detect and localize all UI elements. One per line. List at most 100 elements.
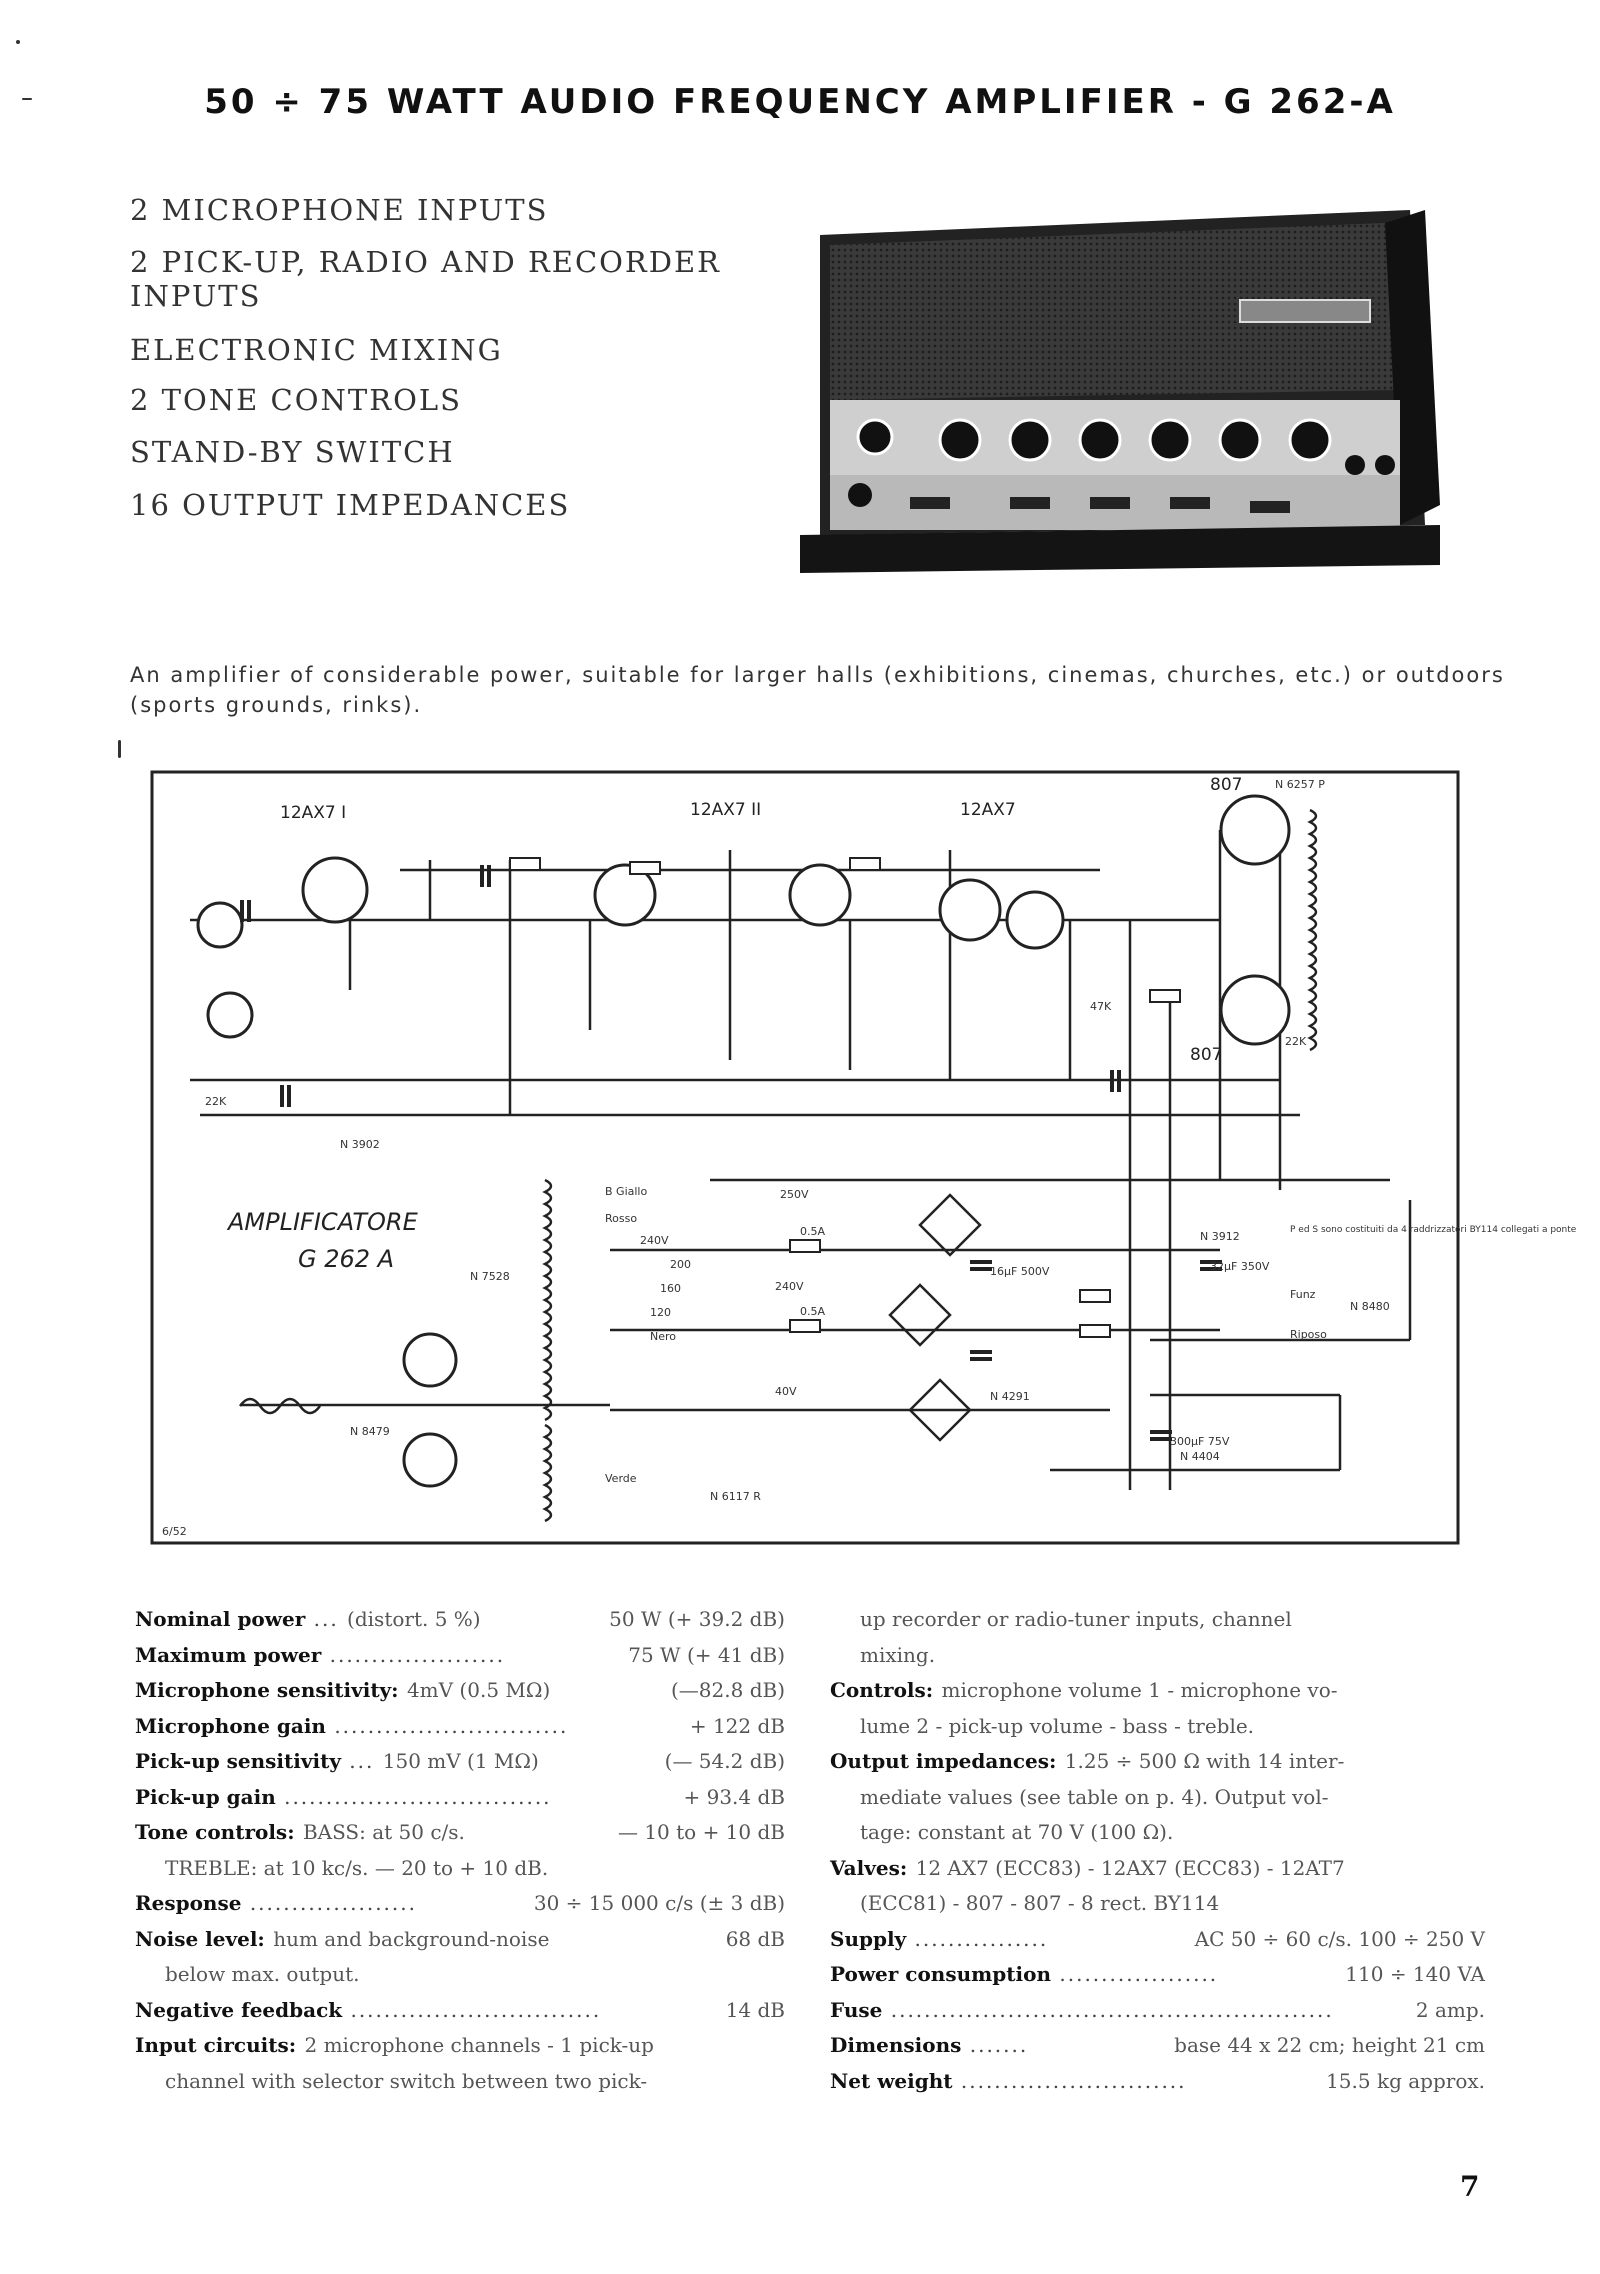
spec-label: Fuse xyxy=(830,1997,883,2022)
schematic-note: P ed S sono costituiti da 4 raddrizzator… xyxy=(1290,1225,1577,1235)
spec-label: Maximum power xyxy=(135,1642,322,1667)
spec-leader: ........................................… xyxy=(882,1997,1334,2022)
spec-value: base 44 x 22 cm; height 21 cm xyxy=(1174,2033,1485,2057)
spec-detail: TREBLE: at 10 kc/s. — 20 to + 10 dB. xyxy=(165,1855,549,1880)
spec-leader xyxy=(265,1927,273,1951)
spec-row: mediate values (see table on p. 4). Outp… xyxy=(860,1783,1485,1811)
spec-row: Output impedances: 1.25 ÷ 500 Ω with 14 … xyxy=(830,1747,1485,1775)
intro-paragraph: An amplifier of considerable power, suit… xyxy=(130,663,1505,717)
schematic-model: G 262 A xyxy=(298,1245,394,1273)
spec-leader: ... xyxy=(305,1607,348,1631)
spec-row: Pick-up gain ...........................… xyxy=(135,1783,785,1811)
spec-leader xyxy=(295,1820,303,1844)
schematic-part: 240V xyxy=(775,1280,804,1293)
spec-detail: (distort. 5 %) xyxy=(347,1607,481,1631)
schematic-part: 160 xyxy=(660,1282,681,1295)
spec-label: Net weight xyxy=(830,2068,953,2093)
scan-speck xyxy=(118,740,121,758)
circuit-schematic: 12AX7 I 12AX7 II 12AX7 807 807 N 6257 P … xyxy=(150,770,1577,1545)
spec-leader: .................... xyxy=(241,1891,417,1915)
schematic-part: 0.5A xyxy=(800,1305,825,1318)
schematic-part: Riposo xyxy=(1290,1328,1327,1341)
spec-value: (— 54.2 dB) xyxy=(664,1749,785,1773)
schematic-part: Nero xyxy=(650,1330,676,1343)
specs-right-column: up recorder or radio-tuner inputs, chann… xyxy=(830,1605,1485,2105)
spec-leader: ................ xyxy=(906,1926,1049,1951)
spec-detail: (ECC81) - 807 - 807 - 8 rect. BY114 xyxy=(860,1891,1220,1915)
spec-leader: ................... xyxy=(1051,1962,1219,1986)
spec-row: Supply ................ AC 50 ÷ 60 c/s. … xyxy=(830,1925,1485,1953)
spec-value: 50 W (+ 39.2 dB) xyxy=(609,1607,785,1631)
spec-leader xyxy=(933,1678,941,1702)
schematic-code: N 3912 xyxy=(1200,1230,1240,1243)
spec-row: Dimensions ....... base 44 x 22 cm; heig… xyxy=(830,2031,1485,2059)
spec-label: Negative feedback xyxy=(135,1997,343,2022)
schematic-valve-label: 12AX7 I xyxy=(280,803,346,823)
spec-label: Valves: xyxy=(830,1855,908,1880)
spec-row: Input circuits: 2 microphone channels - … xyxy=(135,2031,785,2059)
spec-leader: ............................ xyxy=(325,1713,569,1738)
spec-row: Valves: 12 AX7 (ECC83) - 12AX7 (ECC83) -… xyxy=(830,1854,1485,1882)
spec-detail: up recorder or radio-tuner inputs, chann… xyxy=(860,1607,1292,1631)
spec-row: Tone controls: BASS: at 50 c/s.— 10 to +… xyxy=(135,1818,785,1846)
spec-row: lume 2 - pick-up volume - bass - treble. xyxy=(860,1712,1485,1740)
schematic-part: 16µF 500V xyxy=(990,1265,1050,1278)
spec-leader: ........................... xyxy=(952,2068,1187,2093)
schematic-part: 32µF 350V xyxy=(1210,1260,1270,1273)
spec-detail: channel with selector switch between two… xyxy=(165,2068,648,2093)
schematic-valve-label: 12AX7 II xyxy=(690,800,761,820)
schematic-part: 250V xyxy=(780,1188,809,1201)
spec-value: AC 50 ÷ 60 c/s. 100 ÷ 250 V xyxy=(1194,1926,1485,1951)
spec-value: 110 ÷ 140 VA xyxy=(1345,1962,1485,1986)
spec-detail: 12 AX7 (ECC83) - 12AX7 (ECC83) - 12AT7 xyxy=(915,1855,1345,1880)
spec-row: Power consumption ................... 11… xyxy=(830,1960,1485,1988)
spec-label: Output impedances: xyxy=(830,1749,1057,1773)
feature-item: 2 PICK-UP, RADIO AND RECORDER INPUTS xyxy=(130,245,722,313)
spec-row: Microphone gain ........................… xyxy=(135,1712,785,1740)
spec-row: Nominal power ... (distort. 5 %) 50 W (+ … xyxy=(135,1605,785,1633)
page-number: 7 xyxy=(1460,2170,1480,2203)
schematic-code: N 4404 xyxy=(1180,1450,1220,1463)
schematic-code: N 7528 xyxy=(470,1270,510,1283)
feature-item: ELECTRONIC MIXING xyxy=(130,333,503,367)
spec-detail: hum and background-noise xyxy=(273,1926,550,1951)
spec-row: Maximum power ..................... 75 W… xyxy=(135,1641,785,1669)
spec-leader xyxy=(399,1678,407,1702)
spec-row: Controls: microphone volume 1 - micropho… xyxy=(830,1676,1485,1704)
spec-detail: below max. output. xyxy=(165,1962,360,1986)
spec-label: Response xyxy=(135,1891,242,1915)
schematic-part: Funz xyxy=(1290,1288,1316,1301)
feature-item: 2 MICROPHONE INPUTS xyxy=(130,193,549,227)
spec-detail: mediate values (see table on p. 4). Outp… xyxy=(860,1784,1329,1809)
spec-label: Dimensions xyxy=(830,2033,962,2057)
schematic-part: 47K xyxy=(1090,1000,1112,1013)
spec-leader xyxy=(1056,1749,1064,1773)
schematic-part: Rosso xyxy=(605,1212,637,1225)
schematic-part: 0.5A xyxy=(800,1225,825,1238)
schematic-code: N 3902 xyxy=(340,1138,380,1151)
schematic-title: AMPLIFICATORE xyxy=(226,1208,419,1236)
spec-label: Nominal power xyxy=(135,1607,306,1631)
schematic-valve-label: 807 xyxy=(1210,775,1242,795)
spec-row: channel with selector switch between two… xyxy=(165,2067,785,2095)
spec-row: Fuse ...................................… xyxy=(830,1996,1485,2024)
spec-value: (—82.8 dB) xyxy=(671,1678,785,1702)
page-title: 50 ÷ 75 WATT AUDIO FREQUENCY AMPLIFIER -… xyxy=(204,82,1396,122)
spec-detail: 4mV (0.5 MΩ) xyxy=(406,1678,551,1702)
spec-label: Tone controls: xyxy=(135,1820,295,1844)
spec-row: Microphone sensitivity: 4mV (0.5 MΩ)(—82… xyxy=(135,1676,785,1704)
spec-value: — 10 to + 10 dB xyxy=(617,1820,785,1844)
feature-item: STAND-BY SWITCH xyxy=(130,435,455,469)
spec-value: 30 ÷ 15 000 c/s (± 3 dB) xyxy=(533,1891,785,1915)
scan-speck xyxy=(22,98,32,100)
spec-row: tage: constant at 70 V (100 Ω). xyxy=(860,1818,1485,1846)
spec-value: + 122 dB xyxy=(689,1713,785,1738)
spec-value: 75 W (+ 41 dB) xyxy=(628,1642,785,1667)
spec-leader: ..................... xyxy=(321,1642,506,1667)
spec-label: Noise level: xyxy=(135,1926,265,1951)
spec-leader xyxy=(296,2033,304,2057)
spec-value: 15.5 kg approx. xyxy=(1326,2068,1485,2093)
spec-detail: lume 2 - pick-up volume - bass - treble. xyxy=(860,1713,1255,1738)
spec-row: below max. output. xyxy=(165,1960,785,1988)
